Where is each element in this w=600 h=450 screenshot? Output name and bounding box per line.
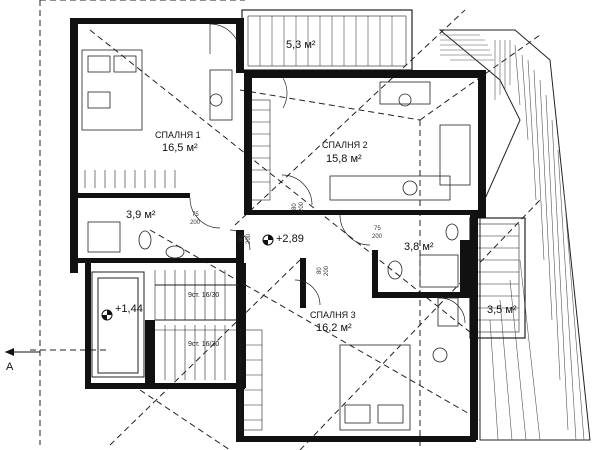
- desk-2: [379, 81, 431, 105]
- stair-lower-text: 9ст. 16/30: [188, 341, 219, 348]
- balcony-top-area: 5,3 м²: [286, 39, 316, 51]
- furniture: [81, 49, 471, 431]
- door4-height: 200: [324, 265, 330, 276]
- doors: [189, 23, 466, 324]
- bath2-area: 3,8 м²: [404, 241, 434, 253]
- balcony-right: [469, 217, 526, 339]
- door3-height: 200: [372, 234, 383, 240]
- door2-height: 200: [299, 201, 305, 212]
- bed-1: [81, 49, 143, 131]
- level-marker-landing: [101, 309, 113, 321]
- bedroom1-name: СПАЛНЯ 1: [155, 130, 201, 140]
- door2-width: 80: [292, 203, 298, 210]
- bedroom3-area: 16,2 м²: [316, 322, 352, 334]
- section-marker-letter: A: [6, 361, 14, 373]
- level-upper-text: +2,89: [276, 233, 304, 245]
- door1-height: 200: [190, 220, 201, 226]
- wardrobe: [84, 99, 271, 431]
- stairs: [154, 270, 238, 380]
- level-marker-upper: [262, 234, 274, 246]
- stair-upper-text: 9ст. 16/30: [188, 292, 219, 299]
- roof-hatching: [438, 29, 591, 441]
- door4-width: 80: [317, 267, 323, 274]
- bedroom3-name: СПАЛНЯ 3: [310, 310, 356, 320]
- toilet-1: [138, 230, 152, 250]
- walls: [70, 18, 486, 442]
- door3-width: 75: [374, 226, 381, 232]
- balcony-right-area: 3,5 м²: [487, 304, 517, 316]
- door5-height: 200: [246, 233, 252, 244]
- door1-width: 75: [192, 212, 199, 218]
- bath1-area: 3,9 м²: [126, 209, 156, 221]
- section-marker: [5, 348, 40, 356]
- shower-1: [87, 221, 121, 253]
- bedroom1-area: 16,5 м²: [162, 142, 198, 154]
- balcony-top: [241, 9, 413, 71]
- shower-2: [419, 254, 459, 288]
- roof-projection-lines: [30, 0, 541, 450]
- door5-width: 80: [239, 235, 245, 242]
- bedroom2-area: 15,8 м²: [326, 153, 362, 165]
- outer-outline: [91, 271, 238, 378]
- bed-3: [339, 344, 411, 431]
- level-landing-text: +1,44: [115, 303, 143, 315]
- bedroom2-name: СПАЛНЯ 2: [322, 140, 368, 150]
- toilet-2: [387, 260, 403, 280]
